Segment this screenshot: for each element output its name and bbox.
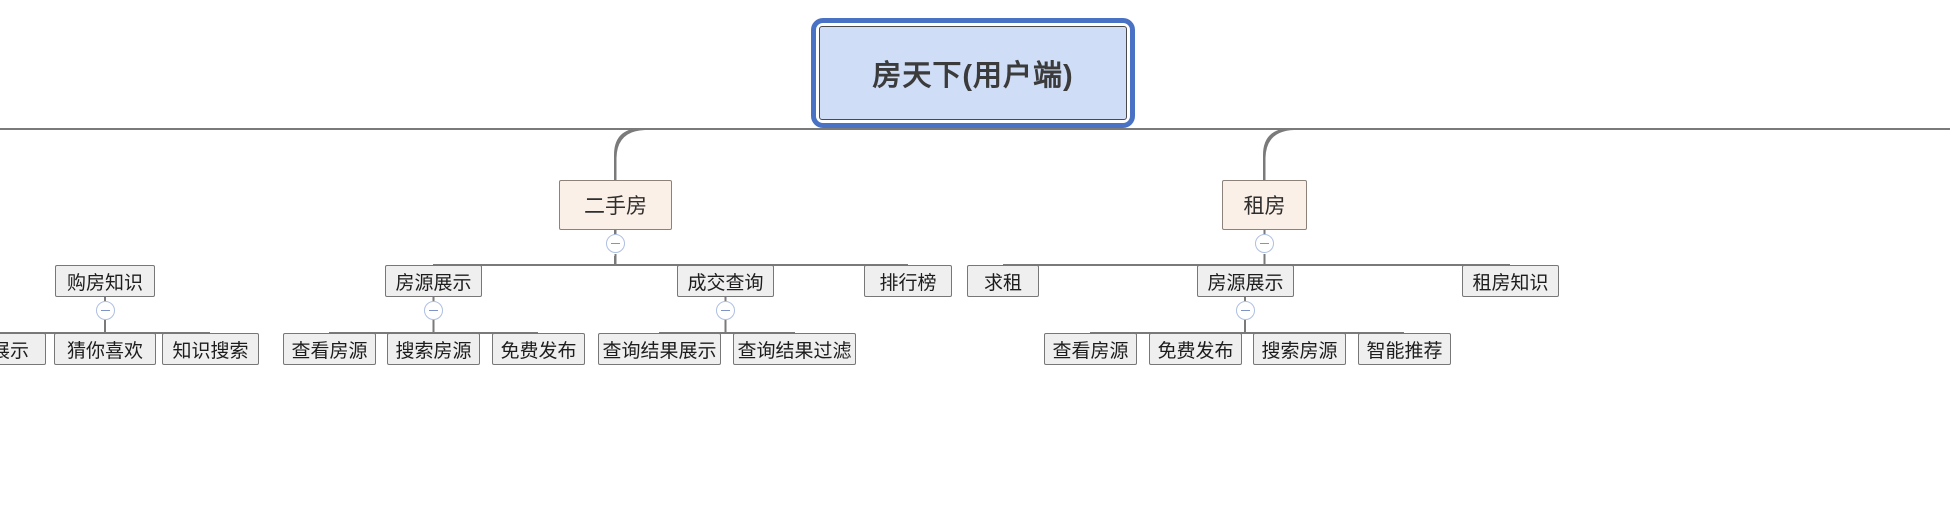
node-paihangbang[interactable]: 排行榜 <box>864 265 952 297</box>
node-chakanfangyuan-ershoufang[interactable]: 查看房源 <box>283 333 376 365</box>
node-ershoufang[interactable]: 二手房 <box>559 180 672 230</box>
minus-collapse-icon <box>429 309 438 312</box>
node-fangyuanzhanshi-zufang[interactable]: 房源展示 <box>1197 265 1294 297</box>
node-zhishisousuo[interactable]: 知识搜索 <box>162 333 259 365</box>
node-sousuofangyuan-zufang[interactable]: 搜索房源 <box>1253 333 1346 365</box>
minus-collapse-icon <box>1241 309 1250 312</box>
collapse-toggle-chengjiaochaxun[interactable] <box>716 301 735 320</box>
node-chaxunjieguozhanshi[interactable]: 查询结果展示 <box>598 333 721 365</box>
minus-collapse-icon <box>721 309 730 312</box>
node-qiuzu[interactable]: 求租 <box>967 265 1039 297</box>
node-mianfeifabu-zufang[interactable]: 免费发布 <box>1149 333 1242 365</box>
node-zhanshi[interactable]: 展示 <box>0 333 46 365</box>
node-zhinengtuijian[interactable]: 智能推荐 <box>1358 333 1451 365</box>
node-mianfeifabu-ershoufang[interactable]: 免费发布 <box>492 333 585 365</box>
node-cainixihuan[interactable]: 猜你喜欢 <box>54 333 156 365</box>
node-chengjiaochaxun[interactable]: 成交查询 <box>677 265 774 297</box>
collapse-toggle-goufangzhishi[interactable] <box>96 301 115 320</box>
collapse-toggle-fangyuanzhanshi-zufang[interactable] <box>1236 301 1255 320</box>
node-root[interactable]: 房天下(用户端) <box>819 26 1127 120</box>
node-chakanfangyuan-zufang[interactable]: 查看房源 <box>1044 333 1137 365</box>
minus-collapse-icon <box>101 309 110 312</box>
minus-collapse-icon <box>1260 242 1269 245</box>
collapse-toggle-zufang[interactable] <box>1255 234 1274 253</box>
node-zufangzhishi[interactable]: 租房知识 <box>1462 265 1559 297</box>
collapse-toggle-ershoufang[interactable] <box>606 234 625 253</box>
collapse-toggle-fangyuanzhanshi-ershoufang[interactable] <box>424 301 443 320</box>
minus-collapse-icon <box>611 242 620 245</box>
node-chaxunjieguoguolv[interactable]: 查询结果过滤 <box>733 333 856 365</box>
node-fangyuanzhanshi-ershoufang[interactable]: 房源展示 <box>385 265 482 297</box>
node-zufang[interactable]: 租房 <box>1222 180 1307 230</box>
node-goufangzhishi[interactable]: 购房知识 <box>55 265 155 297</box>
node-sousuofangyuan-ershoufang[interactable]: 搜索房源 <box>387 333 480 365</box>
